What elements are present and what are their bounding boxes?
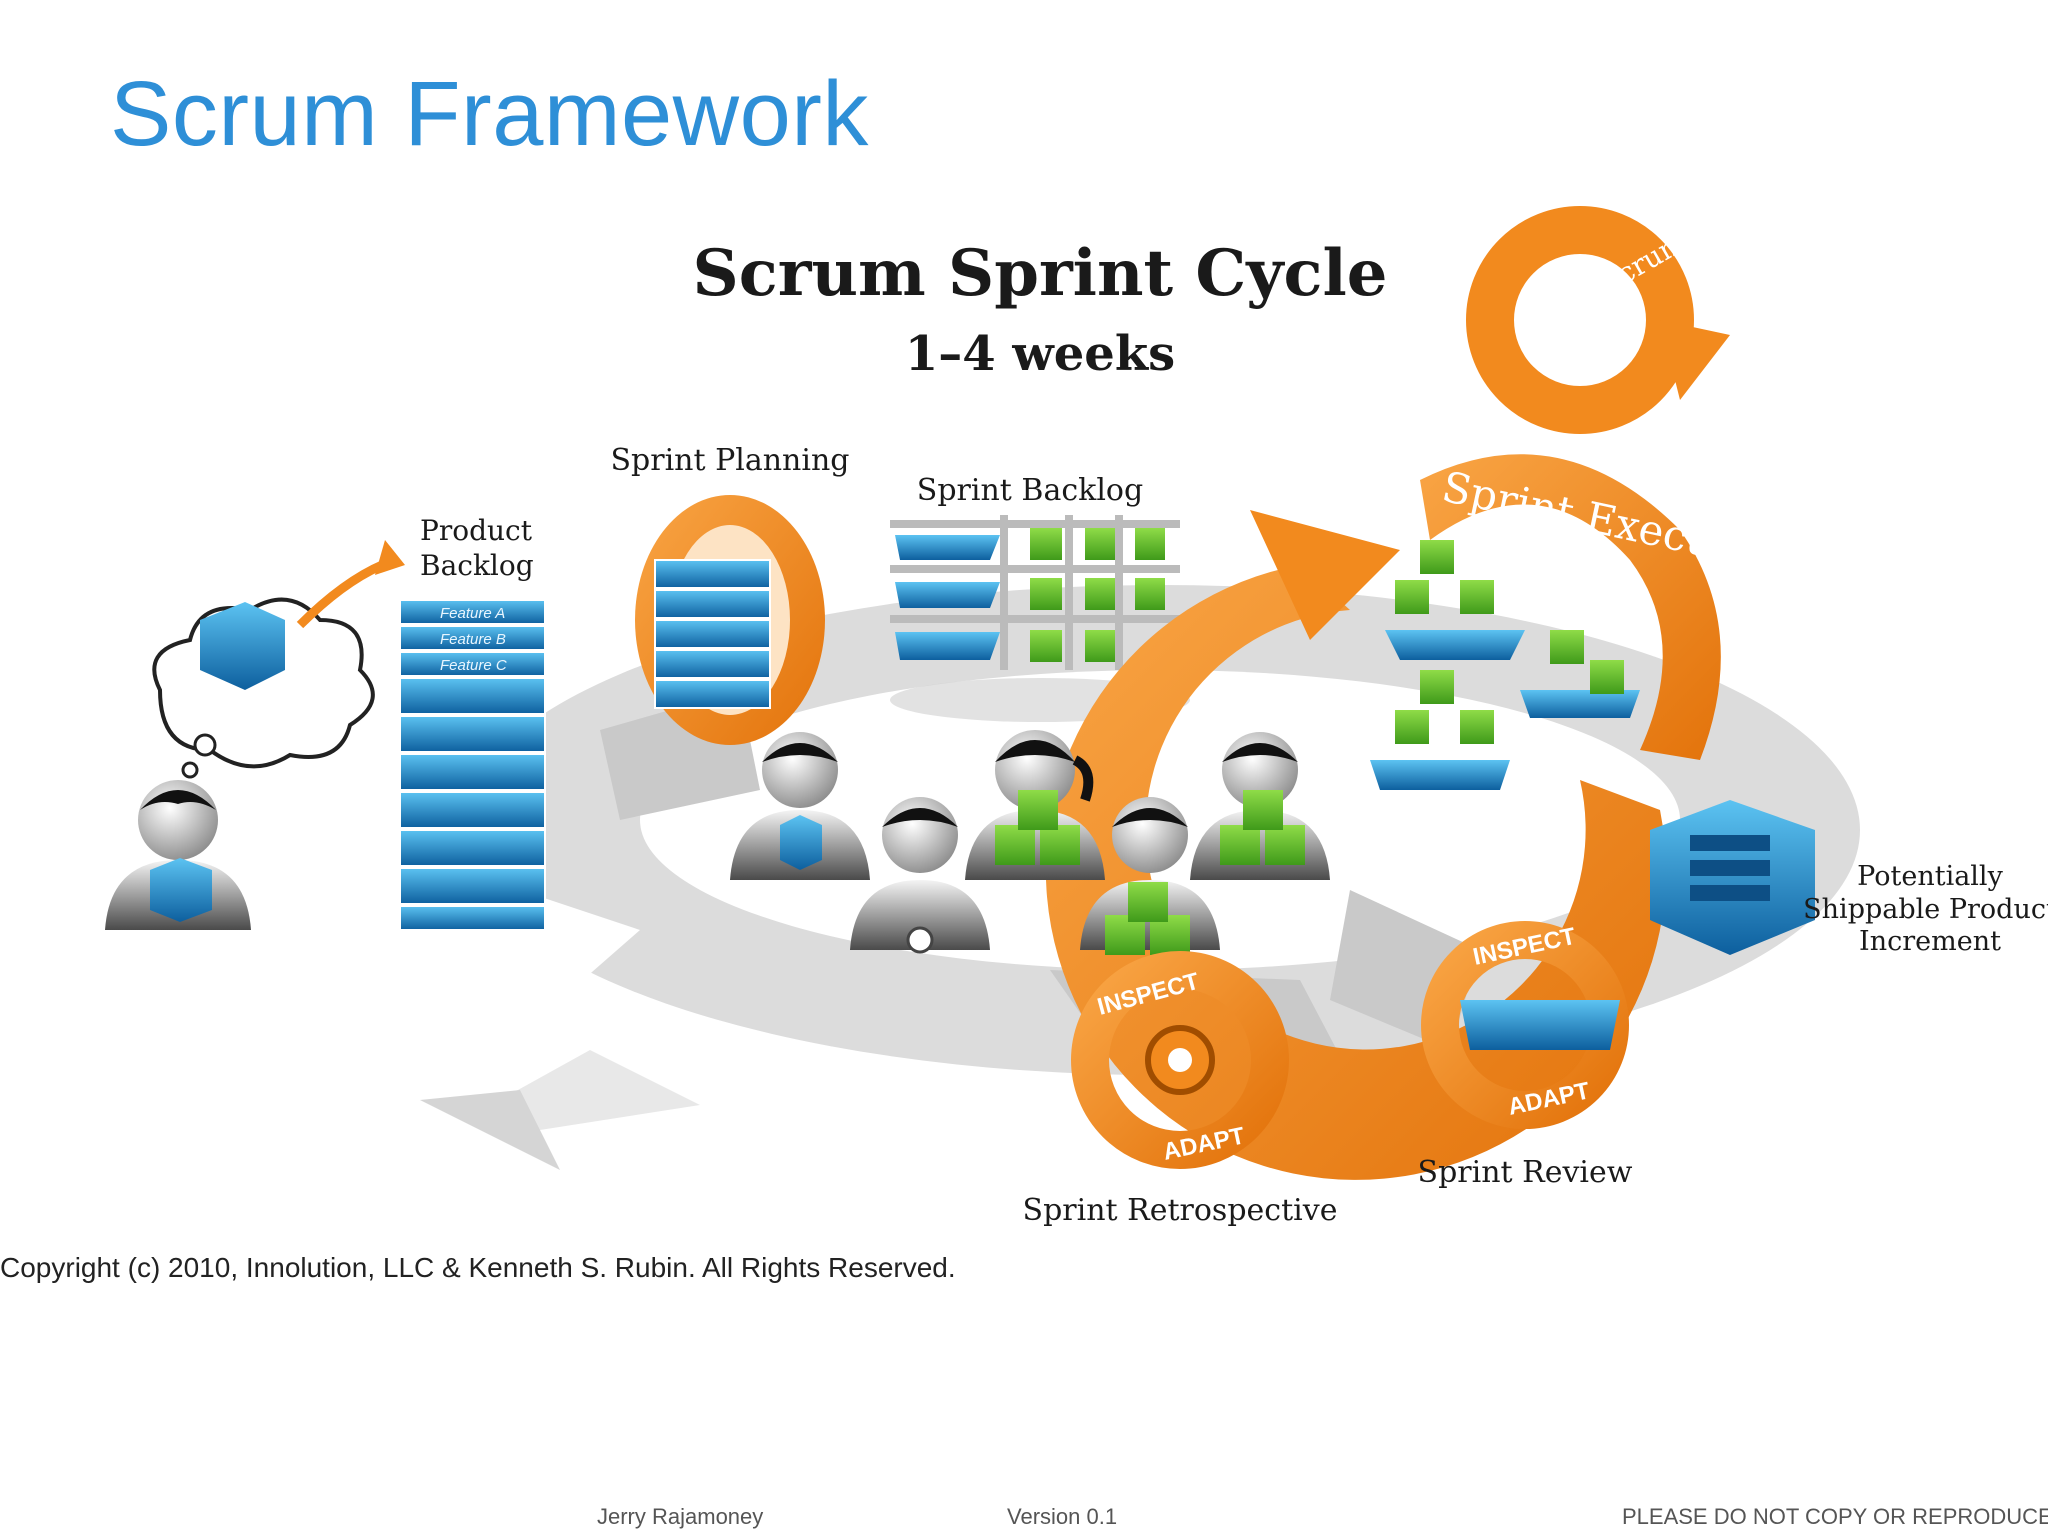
scrum-master-icon xyxy=(850,797,990,954)
svg-text:Sprint Review: Sprint Review xyxy=(1418,1155,1633,1190)
diagram-copyright: Copyright (c) 2010, Innolution, LLC & Ke… xyxy=(0,1252,956,1283)
daily-scrum-arrow xyxy=(1466,206,1694,434)
svg-text:Sprint Retrospective: Sprint Retrospective xyxy=(1023,1193,1338,1228)
feature-c-label: Feature C xyxy=(440,657,507,674)
slide-title: Scrum Framework xyxy=(110,63,869,165)
feature-a-label: Feature A xyxy=(440,605,505,622)
sprint-retrospective: INSPECT ADAPT Sprint Retrospective xyxy=(1023,951,1338,1228)
team-member-icon xyxy=(730,732,870,880)
diagram-title: Scrum Sprint Cycle xyxy=(693,236,1388,311)
svg-text:Sprint Backlog: Sprint Backlog xyxy=(917,473,1143,508)
product-backlog-stack xyxy=(399,599,546,931)
cycle-arrowhead xyxy=(420,1090,560,1170)
footer-version: Version 0.1 xyxy=(1007,1504,1118,1529)
diagram-subtitle: 1–4 weeks xyxy=(905,326,1175,382)
feature-b-label: Feature B xyxy=(440,631,506,648)
product-increment: Potentially Shippable Product Increment xyxy=(1650,800,2048,957)
svg-text:Product: Product xyxy=(420,514,533,547)
idea-cube-icon xyxy=(200,602,285,690)
product-backlog: Product Backlog Feature A Feature B Feat… xyxy=(399,514,546,931)
sprint-planning: Sprint Planning xyxy=(610,443,850,745)
sprint-review: INSPECT ADAPT Sprint Review xyxy=(1418,921,1633,1190)
footer-author: Jerry Rajamoney xyxy=(597,1504,764,1529)
footer-notice: PLEASE DO NOT COPY OR REPRODUCE xyxy=(1622,1504,2048,1529)
scrum-sprint-cycle-diagram: Scrum Sprint Cycle 1–4 weeks Product Bac… xyxy=(0,206,2048,1283)
svg-text:Shippable Product: Shippable Product xyxy=(1803,894,2048,925)
svg-text:Sprint Planning: Sprint Planning xyxy=(610,443,849,478)
svg-text:Potentially: Potentially xyxy=(1857,861,2003,892)
product-owner xyxy=(105,540,405,930)
scrum-team xyxy=(730,730,1330,955)
svg-text:Backlog: Backlog xyxy=(420,549,534,582)
svg-text:Sprint Execution: Sprint Execution xyxy=(1438,462,1799,585)
svg-text:Increment: Increment xyxy=(1859,926,2001,957)
